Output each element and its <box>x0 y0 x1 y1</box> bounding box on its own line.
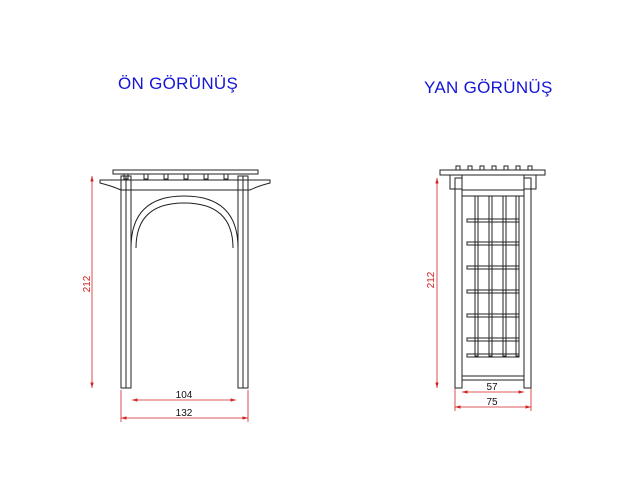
side-right-post <box>523 177 532 389</box>
side-dimensions <box>435 178 532 411</box>
front-inner-width-dim-label: 104 <box>176 390 193 401</box>
side-top-beam <box>439 169 546 176</box>
side-right-cap <box>523 174 537 190</box>
side-outer-width-dim-label: 75 <box>486 397 498 408</box>
front-outer-width-dim-label: 132 <box>176 408 193 419</box>
side-view-title: YAN GÖRÜNÜŞ <box>424 78 553 97</box>
side-left-cap <box>449 174 463 190</box>
front-dimensions <box>90 176 249 422</box>
side-lattice-horizontals <box>466 218 520 358</box>
side-inner-width-dim-label: 57 <box>486 382 498 393</box>
front-height-dim-label: 212 <box>82 275 93 292</box>
side-left-post <box>454 177 463 389</box>
front-view-title: ÖN GÖRÜNÜŞ <box>118 74 239 93</box>
side-height-dim-label: 212 <box>426 271 437 288</box>
front-rafter-ends <box>123 173 229 180</box>
side-rafter-slats <box>455 165 533 171</box>
front-arch-outer <box>130 195 239 249</box>
front-top-beam <box>112 169 259 175</box>
side-lattice-verticals <box>474 195 520 357</box>
front-arch-inner <box>135 202 234 249</box>
front-view-drawing <box>99 169 271 389</box>
side-view-drawing <box>439 165 546 389</box>
side-lattice-frame <box>461 189 525 381</box>
